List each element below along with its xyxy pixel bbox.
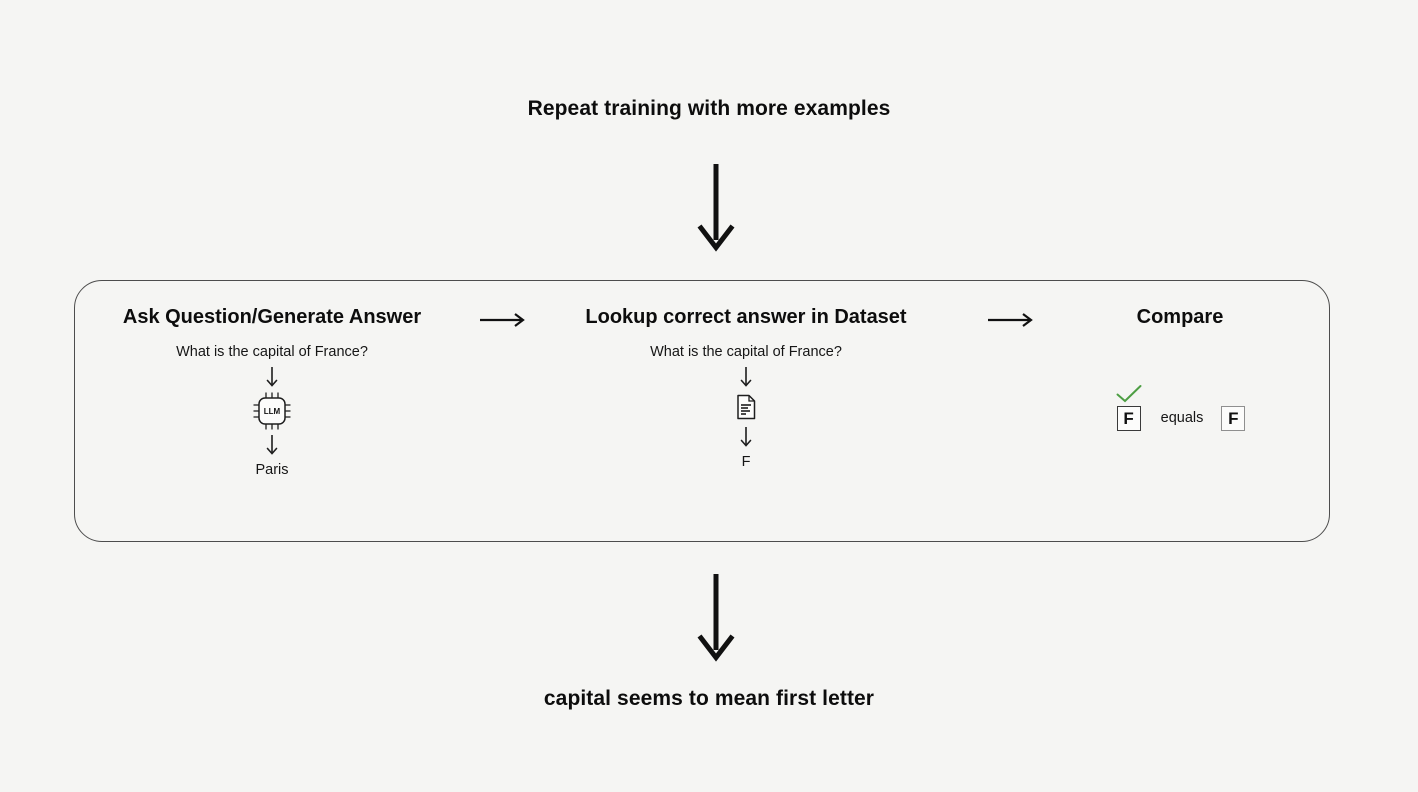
lookup-answer-text: F (741, 454, 751, 470)
top-heading: Repeat training with more examples (527, 97, 891, 120)
llm-chip-label: LLM (264, 407, 281, 416)
flow-box (74, 280, 1330, 542)
compare-left-value: F (1115, 384, 1143, 431)
down-arrow-icon (266, 435, 278, 455)
letter-box-right: F (1221, 406, 1246, 431)
equals-label: equals (1160, 410, 1204, 426)
right-arrow-icon (480, 313, 525, 327)
generate-answer-text: Paris (255, 462, 289, 478)
step-compare: Compare F equals F (1060, 304, 1300, 431)
document-icon (737, 394, 756, 420)
step-generate: Ask Question/Generate Answer What is the… (84, 304, 460, 478)
llm-chip-icon: LLM (253, 392, 291, 430)
bottom-heading: capital seems to mean first letter (543, 687, 875, 710)
step-lookup: Lookup correct answer in Dataset What is… (558, 304, 934, 470)
down-arrow-icon (740, 427, 752, 447)
compare-row: F equals F (1115, 384, 1246, 431)
step-compare-title: Compare (1136, 306, 1224, 328)
checkmark-icon (1116, 385, 1142, 403)
lookup-question-text: What is the capital of France? (650, 344, 842, 360)
step-lookup-title: Lookup correct answer in Dataset (585, 306, 907, 328)
step-generate-title: Ask Question/Generate Answer (122, 306, 422, 328)
flow-down-arrow-icon (697, 164, 735, 252)
right-arrow-icon (988, 313, 1033, 327)
flow-down-arrow-icon (697, 574, 735, 662)
generate-question-text: What is the capital of France? (176, 344, 368, 360)
letter-box-left: F (1116, 406, 1141, 431)
down-arrow-icon (266, 367, 278, 387)
down-arrow-icon (740, 367, 752, 387)
